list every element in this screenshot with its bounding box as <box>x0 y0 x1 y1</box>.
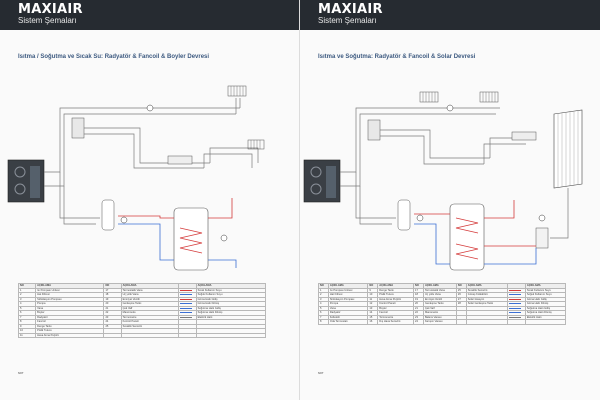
system-schematic-diagram <box>7 85 265 271</box>
legend-cell: Hava Atma Purjörü <box>35 332 105 338</box>
page-header: MAXIAIR Sistem Şemaları <box>0 0 299 30</box>
page-header: MAXIAIR Sistem Şemaları <box>300 0 600 30</box>
section-title: Isıtma ve Soğutma: Radyatör & Fancoil & … <box>318 54 476 60</box>
legend-line-symbol <box>177 332 197 338</box>
line-swatch-icon <box>508 316 521 318</box>
circulation-pump <box>220 234 228 242</box>
cold-water-line <box>414 223 537 265</box>
radiator <box>419 91 439 103</box>
legend-cell: Dış Hava Sensörü <box>377 319 415 325</box>
line-swatch-icon <box>179 316 192 318</box>
legend-cell: Oda Termostatı <box>327 319 369 325</box>
legend-cell <box>455 319 467 325</box>
legend-cell <box>524 319 567 325</box>
radiator <box>479 91 499 103</box>
right-page: MAXIAIR Sistem Şemaları Isıtma ve Soğutm… <box>300 0 600 400</box>
radiator <box>227 85 247 97</box>
buffer-tank <box>397 199 411 231</box>
buffer-tank <box>101 199 115 231</box>
gray-piping <box>44 98 259 225</box>
fancoil-unit <box>511 131 537 141</box>
line-swatch-icon <box>508 294 521 295</box>
circulation-pump <box>146 104 154 112</box>
cold-water-line <box>118 223 237 268</box>
fancoil-unit <box>167 155 193 165</box>
solar-collector <box>553 109 583 189</box>
control-panel <box>367 119 381 141</box>
footnote-label: NOT <box>318 372 324 375</box>
boiler-tank <box>173 207 209 271</box>
legend-cell <box>465 319 508 325</box>
legend-cell: 8 <box>318 319 329 325</box>
legend-table: NO AÇIKLAMA NO AÇIKLAMA NO AÇIKLAMA NO A… <box>318 283 567 325</box>
legend-cell <box>120 332 179 338</box>
legend-cell: Karışım Vanası <box>422 319 457 325</box>
system-schematic-diagram <box>303 91 583 271</box>
footnote-label: NOT <box>18 372 24 375</box>
legend-cell: 16 <box>367 319 379 325</box>
heat-pump-unit <box>303 159 341 203</box>
line-swatch-icon <box>508 298 521 300</box>
line-swatch-icon <box>179 294 192 295</box>
control-panel <box>71 117 85 139</box>
brand-logo-text: MAXIAIR <box>18 2 83 17</box>
line-swatch-icon <box>508 312 521 313</box>
circulation-pump <box>538 214 546 222</box>
footnote: NOT <box>318 372 578 376</box>
line-swatch-icon <box>508 307 521 309</box>
circulation-pump <box>120 216 128 224</box>
line-swatch-icon <box>179 298 192 300</box>
line-swatch-icon <box>508 289 521 291</box>
circulation-pump <box>416 214 424 222</box>
legend-cell <box>195 332 267 338</box>
circulation-pump <box>446 104 454 112</box>
footnote: NOT <box>18 372 278 376</box>
legend-cell: 11 <box>17 332 37 338</box>
radiator <box>247 139 265 150</box>
section-title: Isıtma / Soğutma ve Sıcak Su: Radyatör &… <box>18 54 210 60</box>
heat-pump-unit <box>7 159 45 203</box>
line-swatch-icon <box>508 303 521 304</box>
gray-piping <box>340 107 569 239</box>
solar-station <box>535 227 549 249</box>
solar-boiler-tank <box>449 203 485 271</box>
page-subtitle: Sistem Şemaları <box>318 16 377 25</box>
hot-water-line <box>118 198 233 219</box>
line-swatch-icon <box>179 312 192 313</box>
page-subtitle: Sistem Şemaları <box>18 16 77 25</box>
line-swatch-icon <box>179 307 192 309</box>
left-page: MAXIAIR Sistem Şemaları Isıtma / Soğutma… <box>0 0 300 400</box>
line-swatch-icon <box>179 303 192 304</box>
legend-line-symbol <box>506 319 526 325</box>
hot-water-line <box>414 200 536 247</box>
legend-cell: 24 <box>413 319 424 325</box>
line-swatch-icon <box>179 289 192 291</box>
legend-cell <box>103 332 122 338</box>
brand-logo-text: MAXIAIR <box>318 2 383 17</box>
